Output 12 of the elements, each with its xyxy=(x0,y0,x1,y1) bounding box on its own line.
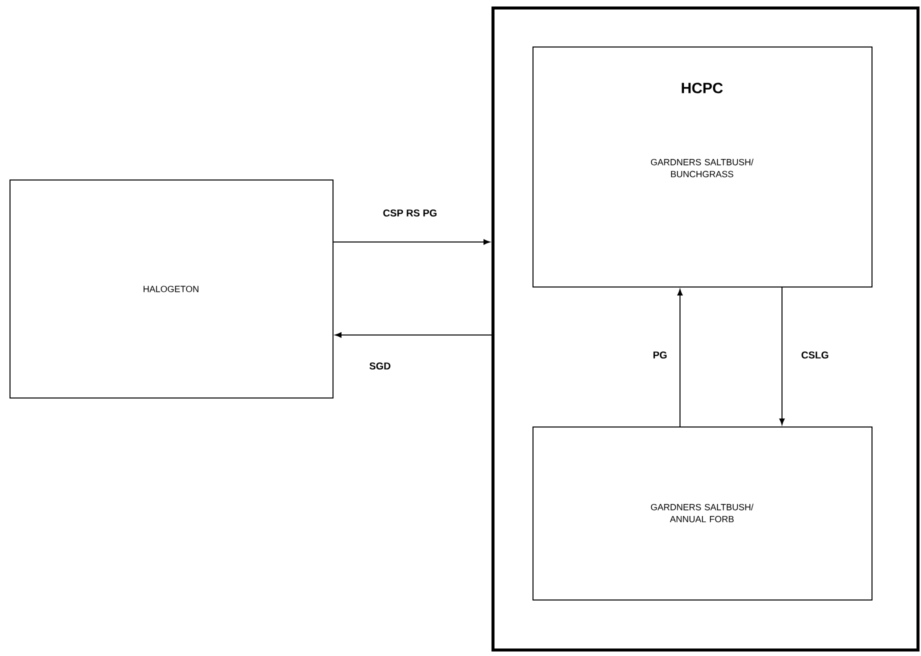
edge-label: CSP RS PG xyxy=(382,208,438,218)
arrow xyxy=(335,332,492,338)
state-box: GARDNERS SALTBUSH/ ANNUAL FORB xyxy=(532,426,872,600)
state-box: HALOGETON xyxy=(10,180,334,398)
state-box: HCPC GARDNERS SALTBUSH/ BUNCHGRASS xyxy=(532,46,872,288)
arrow xyxy=(779,287,785,425)
edge-label: SGD xyxy=(368,361,392,371)
arrow xyxy=(333,239,490,245)
arrow xyxy=(677,289,683,427)
group-frame xyxy=(492,6,920,652)
edge-label: PG xyxy=(652,350,668,360)
edge-label: CSLG xyxy=(800,350,830,360)
